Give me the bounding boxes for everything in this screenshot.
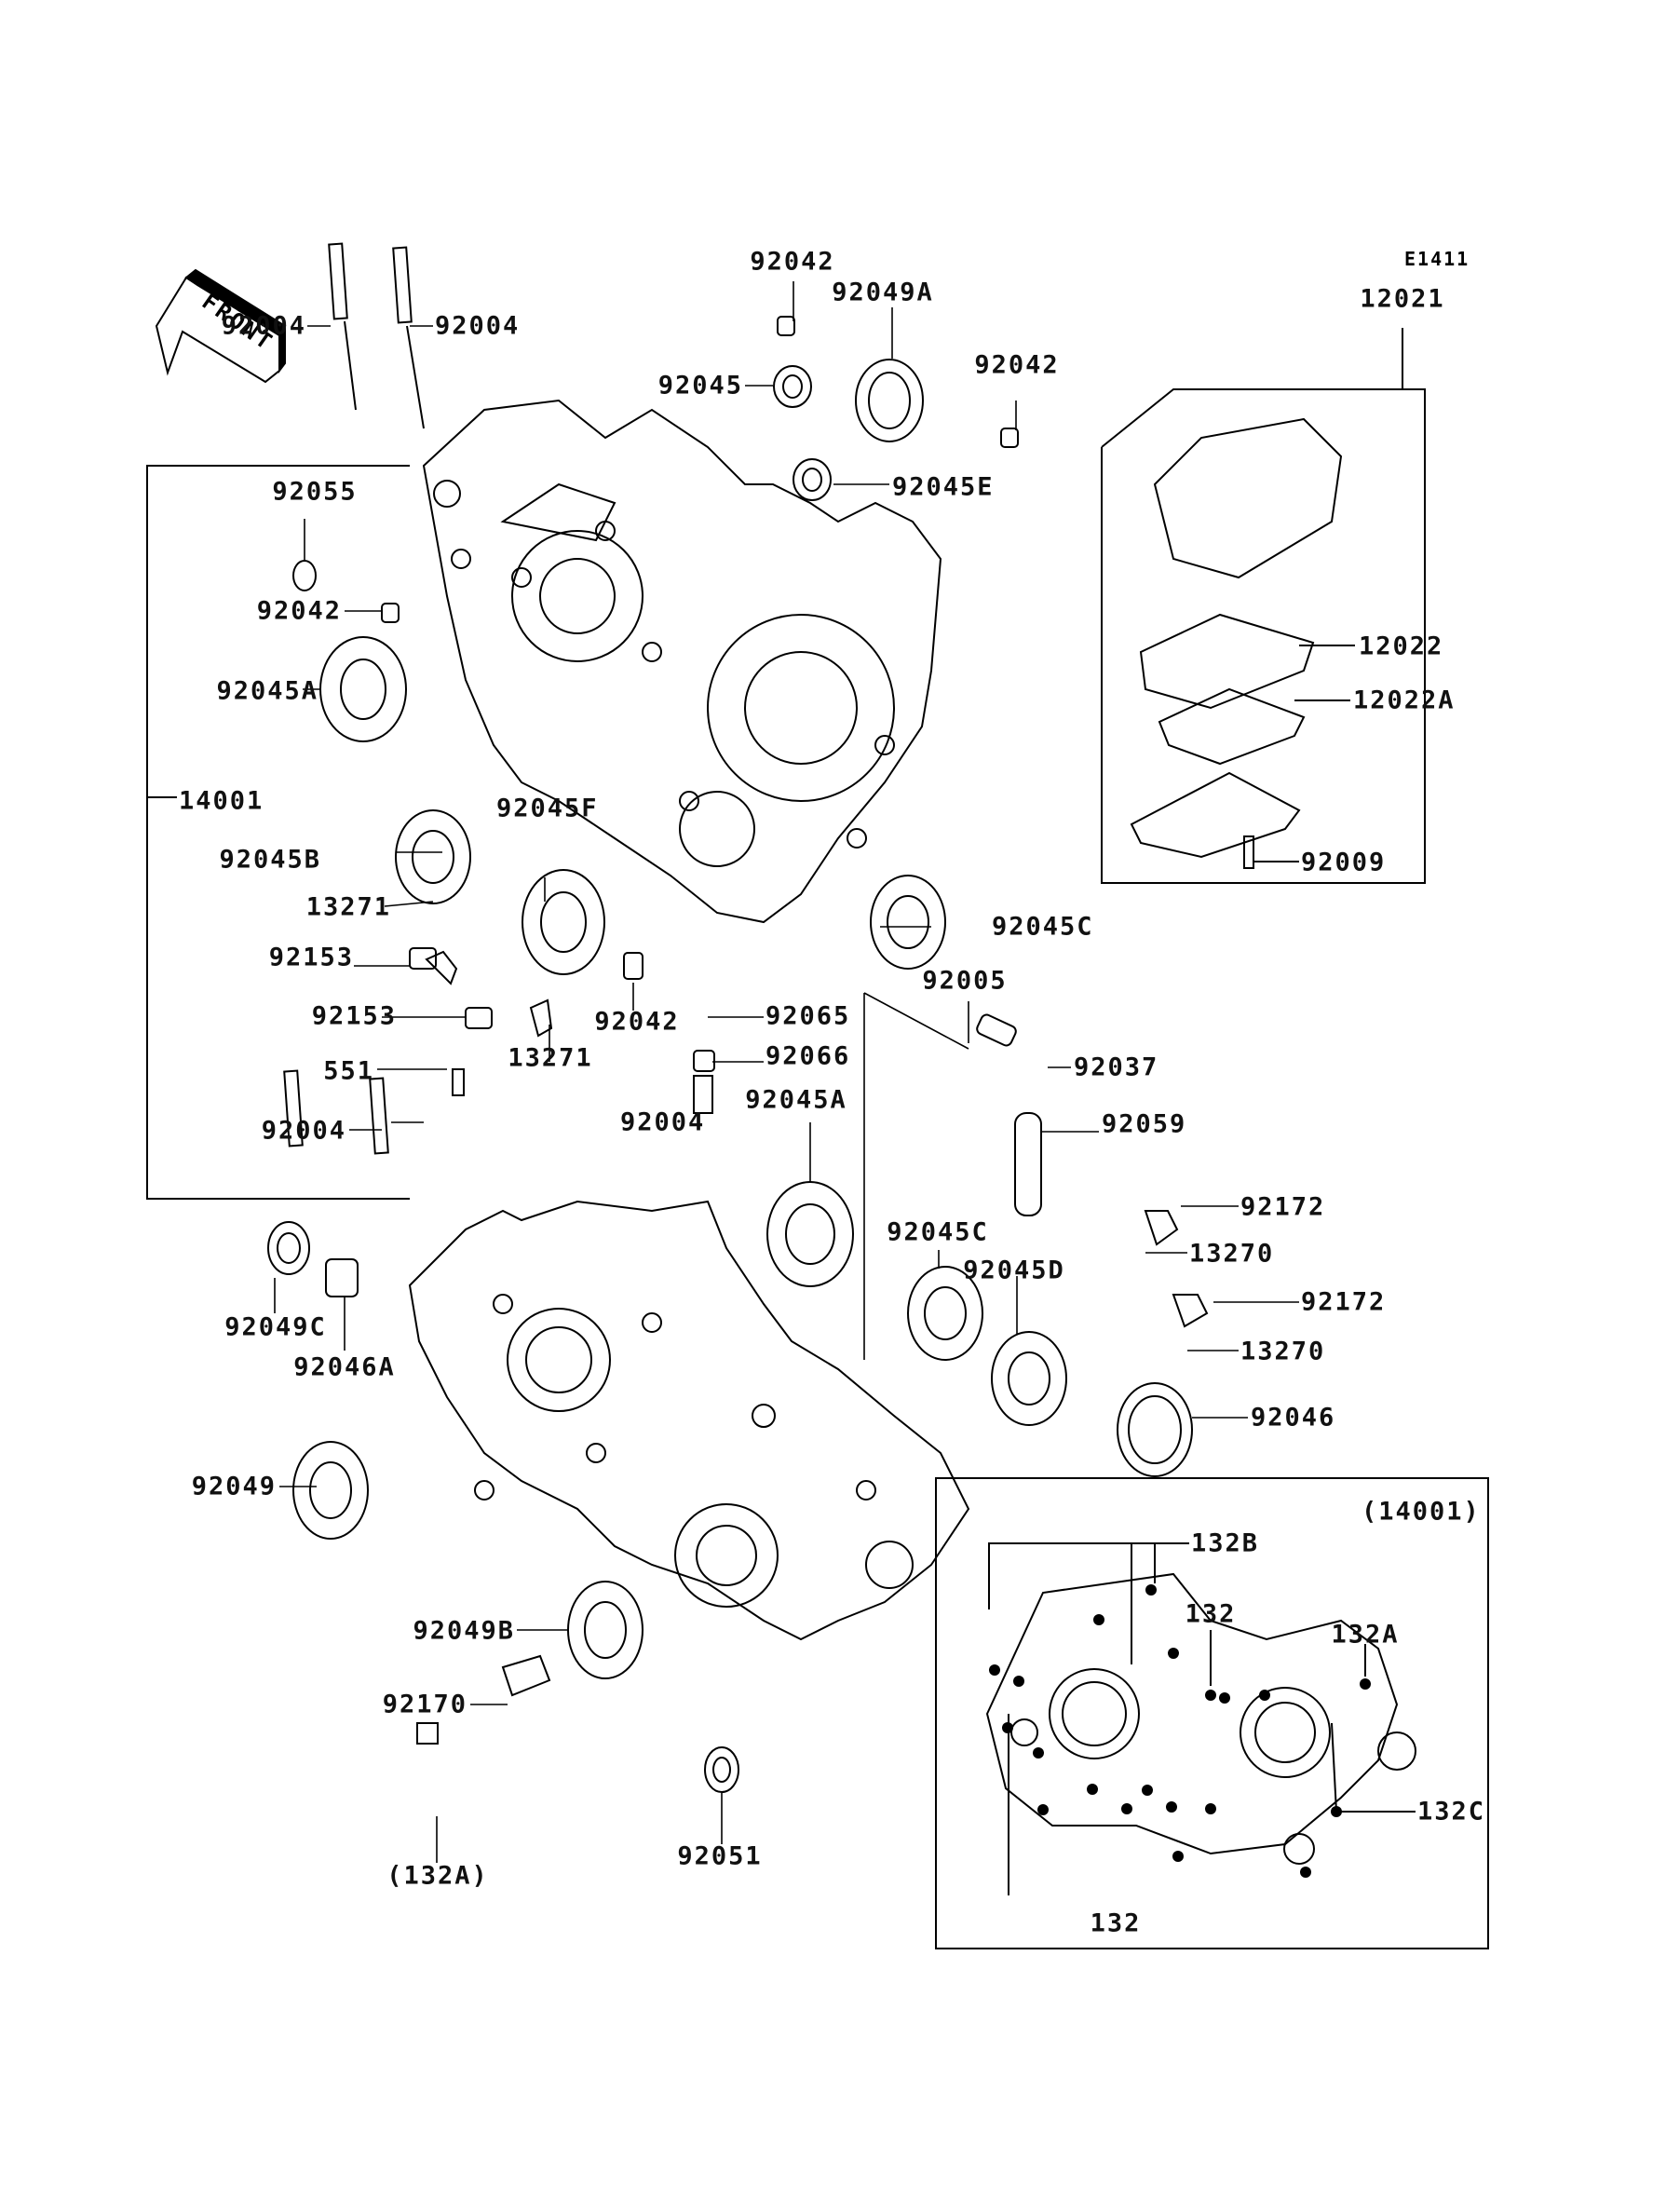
part-label-92170: 92170 — [382, 1690, 467, 1719]
part-label-92172: 92172 — [1240, 1192, 1326, 1222]
part-label-92042: 92042 — [594, 1007, 680, 1037]
diagram-code: E1411 — [1404, 248, 1470, 270]
part-label-132A-ref: (132A) — [386, 1861, 489, 1891]
part-label-12021: 12021 — [1360, 284, 1445, 314]
part-label-92042: 92042 — [750, 247, 835, 277]
part-label-92055: 92055 — [272, 477, 358, 507]
inset-label-132: 132 — [1185, 1599, 1237, 1629]
part-label-92009: 92009 — [1301, 848, 1387, 877]
part-label-12022A: 12022A — [1353, 686, 1456, 715]
part-label-92153: 92153 — [268, 943, 354, 972]
inset-title: (14001) — [1362, 1497, 1481, 1527]
part-label-92045B: 92045B — [219, 845, 321, 875]
part-label-14001: 14001 — [179, 786, 264, 816]
inset-label-132A: 132A — [1331, 1620, 1400, 1650]
part-label-92005: 92005 — [922, 966, 1008, 996]
part-label-92172: 92172 — [1301, 1287, 1387, 1317]
crankcase-set-bracket — [146, 465, 410, 1200]
part-label-13270: 13270 — [1189, 1239, 1275, 1269]
part-label-92004: 92004 — [261, 1116, 346, 1146]
part-label-92037: 92037 — [1074, 1052, 1159, 1082]
part-label-92049: 92049 — [191, 1472, 277, 1501]
part-label-92046: 92046 — [1251, 1403, 1336, 1433]
part-label-13270: 13270 — [1240, 1337, 1326, 1366]
reed-valve-assembly — [1101, 328, 1426, 884]
bearings-and-seals — [267, 316, 1209, 1793]
part-label-92049C: 92049C — [224, 1312, 327, 1342]
part-label-92045F: 92045F — [496, 794, 599, 823]
part-label-92004: 92004 — [221, 311, 306, 341]
part-label-92153: 92153 — [311, 1001, 397, 1031]
part-label-92045C: 92045C — [992, 912, 1094, 942]
part-label-92049A: 92049A — [832, 278, 934, 307]
part-label-92042: 92042 — [256, 596, 342, 626]
stud-bolts — [283, 242, 425, 1155]
part-label-92049B: 92049B — [413, 1616, 515, 1646]
part-label-92051: 92051 — [677, 1841, 763, 1871]
part-label-92004: 92004 — [435, 311, 521, 341]
part-label-92004: 92004 — [620, 1107, 706, 1137]
part-label-92042: 92042 — [974, 350, 1060, 380]
part-label-13271: 13271 — [305, 892, 391, 922]
bolt-hole-markers — [989, 1584, 1371, 1878]
part-label-13271: 13271 — [508, 1043, 593, 1073]
inset-label-132: 132 — [1090, 1908, 1142, 1938]
leader-lines — [274, 281, 1299, 1863]
part-label-92045A: 92045A — [745, 1085, 847, 1115]
part-label-92065: 92065 — [765, 1001, 851, 1031]
inset-box — [935, 1477, 1489, 1949]
part-label-551: 551 — [323, 1056, 374, 1086]
inset-label-132C: 132C — [1417, 1797, 1486, 1827]
inset-label-132B: 132B — [1191, 1528, 1260, 1558]
part-label-12022: 12022 — [1359, 631, 1444, 661]
upper-crankcase — [422, 399, 942, 924]
part-label-92045C: 92045C — [887, 1217, 989, 1247]
part-label-92046A: 92046A — [293, 1352, 396, 1382]
part-label-92045D: 92045D — [963, 1256, 1065, 1285]
part-label-92066: 92066 — [765, 1041, 851, 1071]
part-label-92059: 92059 — [1102, 1109, 1187, 1139]
part-label-92045: 92045 — [657, 371, 743, 401]
lower-crankcase — [408, 1200, 970, 1641]
part-label-92045E: 92045E — [892, 472, 995, 502]
part-label-92045A: 92045A — [216, 676, 318, 706]
